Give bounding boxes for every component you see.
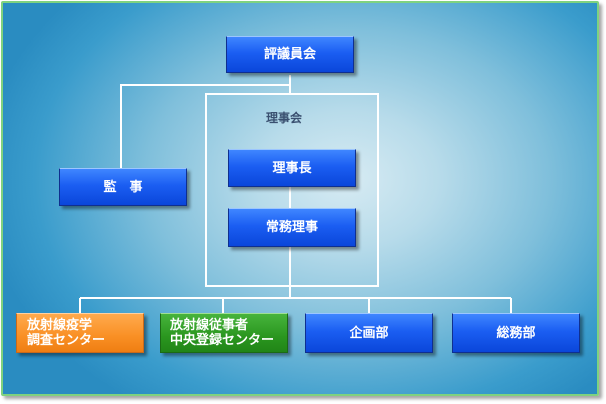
executive-director-label: 常務理事 — [265, 220, 318, 235]
auditor-box: 監 事 — [59, 168, 187, 206]
rerf-center-label-line1: 放射線疫学 — [27, 318, 93, 333]
planning-dept-label: 企画部 — [349, 325, 389, 341]
registry-center-label-line1: 放射線従事者 — [170, 318, 249, 333]
board-frame-label: 理事会 — [266, 111, 303, 125]
rerf-center-label-line2: 調査センター — [27, 333, 106, 348]
executive-director-box: 常務理事 — [228, 208, 356, 247]
connector-council-auditor — [120, 84, 290, 168]
chairman-label: 理事長 — [272, 160, 312, 176]
registry-center-label-line2: 中央登録センター — [170, 333, 275, 348]
chairman-box: 理事長 — [228, 149, 356, 187]
council-box: 評議員会 — [226, 36, 354, 73]
council-label: 評議員会 — [263, 47, 316, 62]
general-affairs-dept-label: 総務部 — [496, 325, 536, 341]
board-frame — [205, 93, 379, 287]
rerf-center-box: 放射線疫学 調査センター — [16, 313, 144, 353]
registry-center-box: 放射線従事者 中央登録センター — [160, 313, 288, 353]
general-affairs-dept-box: 総務部 — [452, 313, 580, 353]
auditor-label: 監 事 — [103, 179, 143, 195]
planning-dept-box: 企画部 — [305, 313, 433, 353]
